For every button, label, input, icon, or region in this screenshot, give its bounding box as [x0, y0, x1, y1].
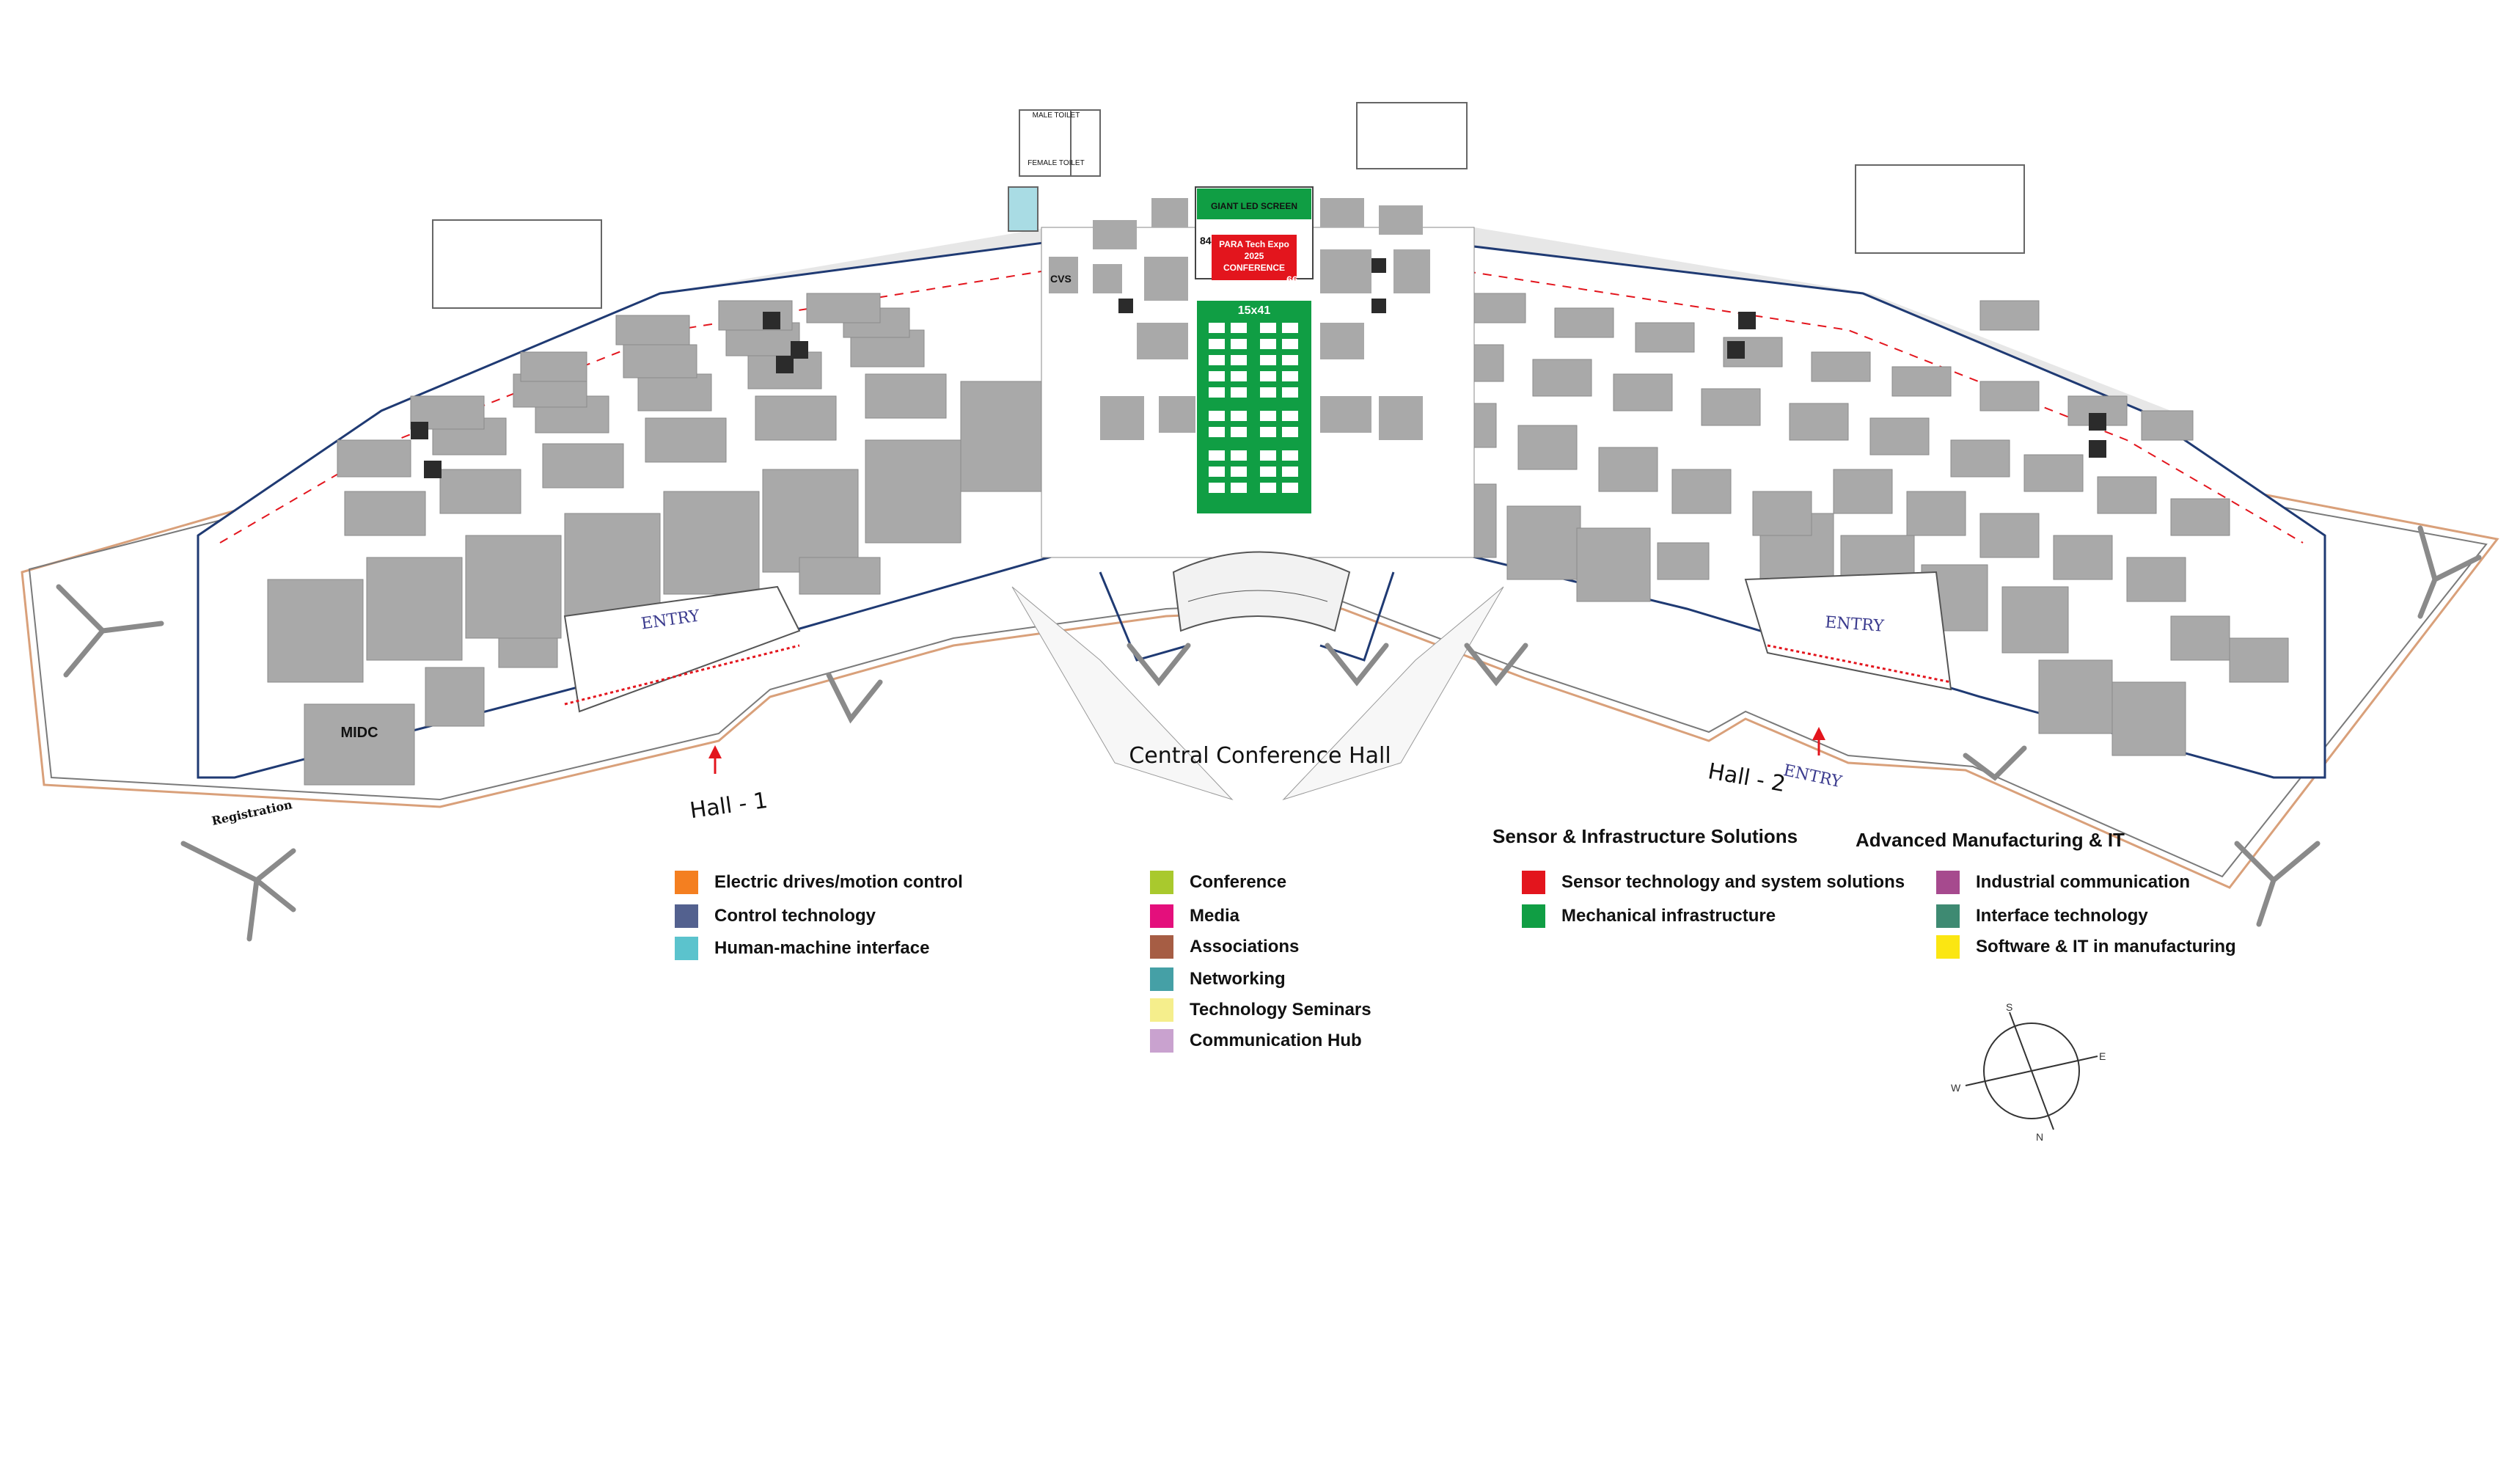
- legend-label: Sensor technology and system solutions: [1561, 872, 1905, 892]
- legend-item: Networking: [1150, 967, 1286, 991]
- legend-label: Technology Seminars: [1190, 1000, 1371, 1020]
- legend-item: Human-machine interface: [675, 937, 929, 960]
- stage-expo-line2: 2025: [1245, 251, 1264, 261]
- central-hall-label: Central Conference Hall: [1129, 743, 1391, 769]
- legend-label: Human-machine interface: [714, 938, 930, 958]
- legend-heading-sensor: Sensor & Infrastructure Solutions: [1492, 825, 1798, 847]
- compass-south: S: [2006, 1001, 2012, 1013]
- legend-label: Conference: [1190, 872, 1287, 892]
- bottom-entry-label: ENTRY: [1781, 761, 1843, 791]
- legend-item: Sensor technology and system solutions: [1522, 871, 1905, 894]
- stage-screen-label: GIANT LED SCREEN: [1211, 201, 1297, 211]
- legend-swatch: [1936, 904, 1960, 928]
- stage-width-number: 84: [1200, 235, 1212, 246]
- legend-item: Technology Seminars: [1150, 998, 1371, 1022]
- midc-label: MIDC: [340, 725, 378, 741]
- legend-swatch: [1936, 935, 1960, 959]
- legend-item: Communication Hub: [1150, 1029, 1362, 1053]
- hall2-entry-label: ENTRY: [1824, 613, 1884, 636]
- legend-label: Mechanical infrastructure: [1561, 906, 1776, 926]
- legend-swatch: [1522, 904, 1545, 928]
- stage-expo-line3: CONFERENCE: [1223, 263, 1285, 273]
- legend-label: Control technology: [714, 906, 876, 926]
- legend-swatch: [1150, 904, 1173, 928]
- legend-label: Media: [1190, 906, 1240, 926]
- legend-label: Communication Hub: [1190, 1031, 1362, 1050]
- legend-item: Conference: [1150, 871, 1286, 894]
- legend-swatch: [675, 871, 698, 894]
- stage-expo-line1: PARA Tech Expo: [1219, 239, 1289, 249]
- legend-swatch: [1150, 935, 1173, 959]
- hall1-booths: [267, 293, 1050, 786]
- hall1-label: Hall - 1: [688, 788, 769, 824]
- compass-west: W: [1951, 1082, 1961, 1094]
- entry-arrows: [708, 727, 1825, 774]
- legend-item: Mechanical infrastructure: [1522, 904, 1776, 928]
- hall1-dark-booths: [411, 312, 808, 478]
- seating-dimensions: 15x41: [1238, 304, 1271, 317]
- legend-swatch: [1150, 967, 1173, 991]
- legend-swatch: [1150, 1029, 1173, 1053]
- legend-label: Industrial communication: [1976, 872, 2191, 892]
- legend-heading-advanced: Advanced Manufacturing & IT: [1856, 829, 2125, 851]
- legend-item: Media: [1150, 904, 1239, 928]
- central-hall: [1011, 186, 1504, 801]
- registration-label: Registration: [210, 797, 294, 828]
- compass-rose: [1965, 1011, 2098, 1130]
- legend-item: Electric drives/motion control: [675, 871, 963, 894]
- legend-swatch: [675, 937, 698, 960]
- compass-north: N: [2036, 1131, 2043, 1143]
- legend-swatch: [1522, 871, 1545, 894]
- legend-swatch: [1936, 871, 1960, 894]
- compass-east: E: [2099, 1050, 2106, 1062]
- legend-item: Industrial communication: [1936, 871, 2190, 894]
- hall2-booths: [1422, 293, 2289, 756]
- female-toilet-label: FEMALE TOILET: [1028, 159, 1084, 167]
- legend-label: Software & IT in manufacturing: [1976, 937, 2236, 956]
- male-toilet-label: MALE TOILET: [1033, 111, 1080, 120]
- legend-item: Control technology: [675, 904, 876, 928]
- service-blocks: [432, 102, 2025, 309]
- legend-label: Networking: [1190, 969, 1286, 989]
- legend-swatch: [1150, 998, 1173, 1022]
- legend-label: Electric drives/motion control: [714, 872, 963, 892]
- legend-swatch: [675, 904, 698, 928]
- entry-zones: [563, 571, 1952, 713]
- hall2-dark-booths: [1727, 312, 2106, 458]
- legend-item: Software & IT in manufacturing: [1936, 935, 2236, 959]
- legend-item: Interface technology: [1936, 904, 2148, 928]
- legend-item: Associations: [1150, 935, 1299, 959]
- stage-height-number: 66: [1286, 274, 1298, 285]
- legend-label: Interface technology: [1976, 906, 2148, 926]
- legend-swatch: [1150, 871, 1173, 894]
- hall2-label: Hall - 2: [1706, 758, 1787, 797]
- structural-trusses: [56, 525, 2482, 942]
- cvs-label: CVS: [1050, 273, 1072, 285]
- legend-label: Associations: [1190, 937, 1300, 956]
